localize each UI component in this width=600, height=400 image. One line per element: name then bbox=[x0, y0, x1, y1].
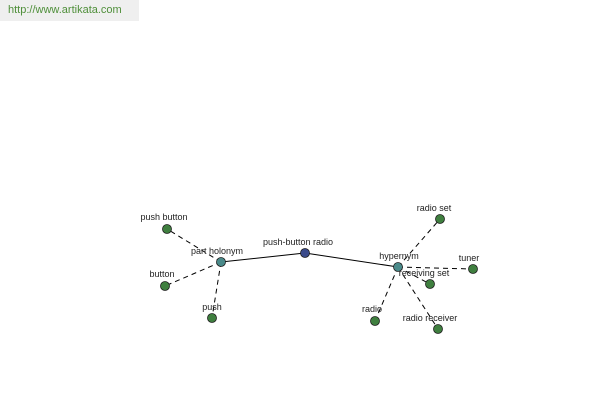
graph-edges bbox=[164, 218, 474, 330]
edge-part-holonym-push bbox=[211, 261, 222, 319]
edge-root-part-holonym bbox=[220, 252, 306, 263]
label-radio[interactable]: radio bbox=[362, 304, 382, 314]
site-url-bar: http://www.artikata.com bbox=[0, 0, 139, 21]
label-push[interactable]: push bbox=[202, 302, 222, 312]
label-root[interactable]: push-button radio bbox=[263, 237, 333, 247]
node-button[interactable] bbox=[160, 281, 170, 291]
node-radio[interactable] bbox=[370, 316, 380, 326]
graph-nodes bbox=[160, 214, 478, 334]
label-button[interactable]: button bbox=[149, 269, 174, 279]
label-tuner[interactable]: tuner bbox=[459, 253, 480, 263]
edge-part-holonym-push-button bbox=[166, 228, 222, 263]
label-hypernym[interactable]: hypernym bbox=[379, 251, 419, 261]
node-push-button[interactable] bbox=[162, 224, 172, 234]
site-url-link[interactable]: http://www.artikata.com bbox=[8, 4, 122, 16]
label-receiving-set[interactable]: receiving set bbox=[399, 268, 450, 278]
node-radio-receiver[interactable] bbox=[433, 324, 443, 334]
edge-hypernym-radio-set bbox=[397, 218, 441, 268]
label-push-button[interactable]: push button bbox=[140, 212, 187, 222]
label-part-holonym[interactable]: part holonym bbox=[191, 246, 243, 256]
node-radio-set[interactable] bbox=[435, 214, 445, 224]
edge-hypernym-receiving-set bbox=[397, 266, 431, 285]
node-root[interactable] bbox=[300, 248, 310, 258]
node-push[interactable] bbox=[207, 313, 217, 323]
label-radio-set[interactable]: radio set bbox=[417, 203, 452, 213]
edge-hypernym-radio bbox=[374, 266, 399, 322]
node-receiving-set[interactable] bbox=[425, 279, 435, 289]
node-tuner[interactable] bbox=[468, 264, 478, 274]
edge-root-hypernym bbox=[304, 252, 399, 268]
node-hypernym[interactable] bbox=[393, 262, 403, 272]
edge-hypernym-tuner bbox=[397, 266, 474, 270]
node-part-holonym[interactable] bbox=[216, 257, 226, 267]
label-radio-receiver[interactable]: radio receiver bbox=[403, 313, 458, 323]
graph-labels: push-button radio part holonym hypernym pus… bbox=[140, 203, 479, 323]
edge-part-holonym-button bbox=[164, 261, 222, 287]
edge-hypernym-radio-receiver bbox=[397, 266, 439, 330]
